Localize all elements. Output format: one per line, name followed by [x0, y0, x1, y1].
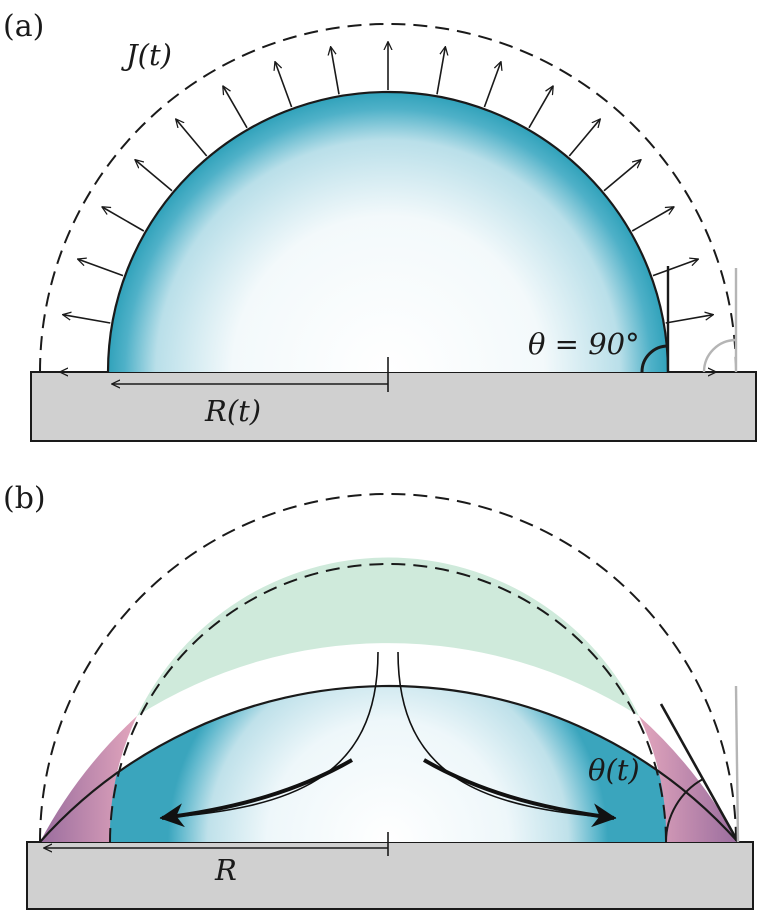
contact-angle-arc-b	[664, 778, 704, 843]
contact-angle-label-a: θ = 90°	[528, 327, 640, 361]
substrate-b	[26, 841, 754, 910]
initial-droplet-outline	[109, 563, 667, 843]
panel-a: (a) J(t) R(t) θ = 90°	[3, 9, 757, 442]
contact-angle-label-b: θ(t)	[588, 753, 640, 787]
boundary-tangent-b	[734, 685, 740, 843]
flux-arrows	[63, 42, 713, 324]
flow-arrow-right	[423, 758, 617, 828]
edge-wedge-right	[639, 716, 738, 842]
radius-label-b: R	[214, 853, 237, 887]
panel-b-label: (b)	[3, 481, 46, 516]
edge-wedge-left	[40, 716, 137, 842]
flux-arrow	[528, 86, 553, 129]
flux-arrow	[652, 259, 698, 277]
flux-arrow	[176, 119, 208, 157]
droplet-a-outline	[106, 90, 670, 373]
droplet-b-outline	[39, 684, 739, 843]
boundary-angle-arc-a	[702, 338, 737, 373]
radius-label-a: R(t)	[204, 394, 261, 428]
flux-arrow	[603, 160, 641, 192]
flux-arrow	[63, 315, 111, 324]
flux-arrow	[135, 160, 173, 192]
flow-arrow-left	[159, 758, 353, 828]
flux-arrow	[631, 207, 674, 232]
removed-volume-cap	[137, 557, 639, 716]
flux-arrow	[78, 259, 124, 277]
panel-b: (b) R θ(t)	[3, 481, 754, 910]
substrate-a	[30, 371, 757, 442]
flux-arrow	[331, 47, 340, 95]
flux-arrow	[223, 86, 248, 129]
flux-label: J(t)	[121, 38, 172, 72]
droplet-a	[108, 92, 668, 372]
contact-angle-arc-a	[640, 344, 669, 373]
panel-a-label: (a)	[3, 9, 44, 44]
flux-arrow	[568, 119, 600, 157]
flux-arrow	[436, 47, 445, 95]
flux-arrow	[483, 62, 501, 108]
droplet-b	[40, 686, 738, 842]
contact-tangent-b	[659, 703, 740, 843]
flux-arrow	[275, 62, 293, 108]
flux-arrow	[665, 315, 713, 324]
flux-arrow	[102, 207, 145, 232]
